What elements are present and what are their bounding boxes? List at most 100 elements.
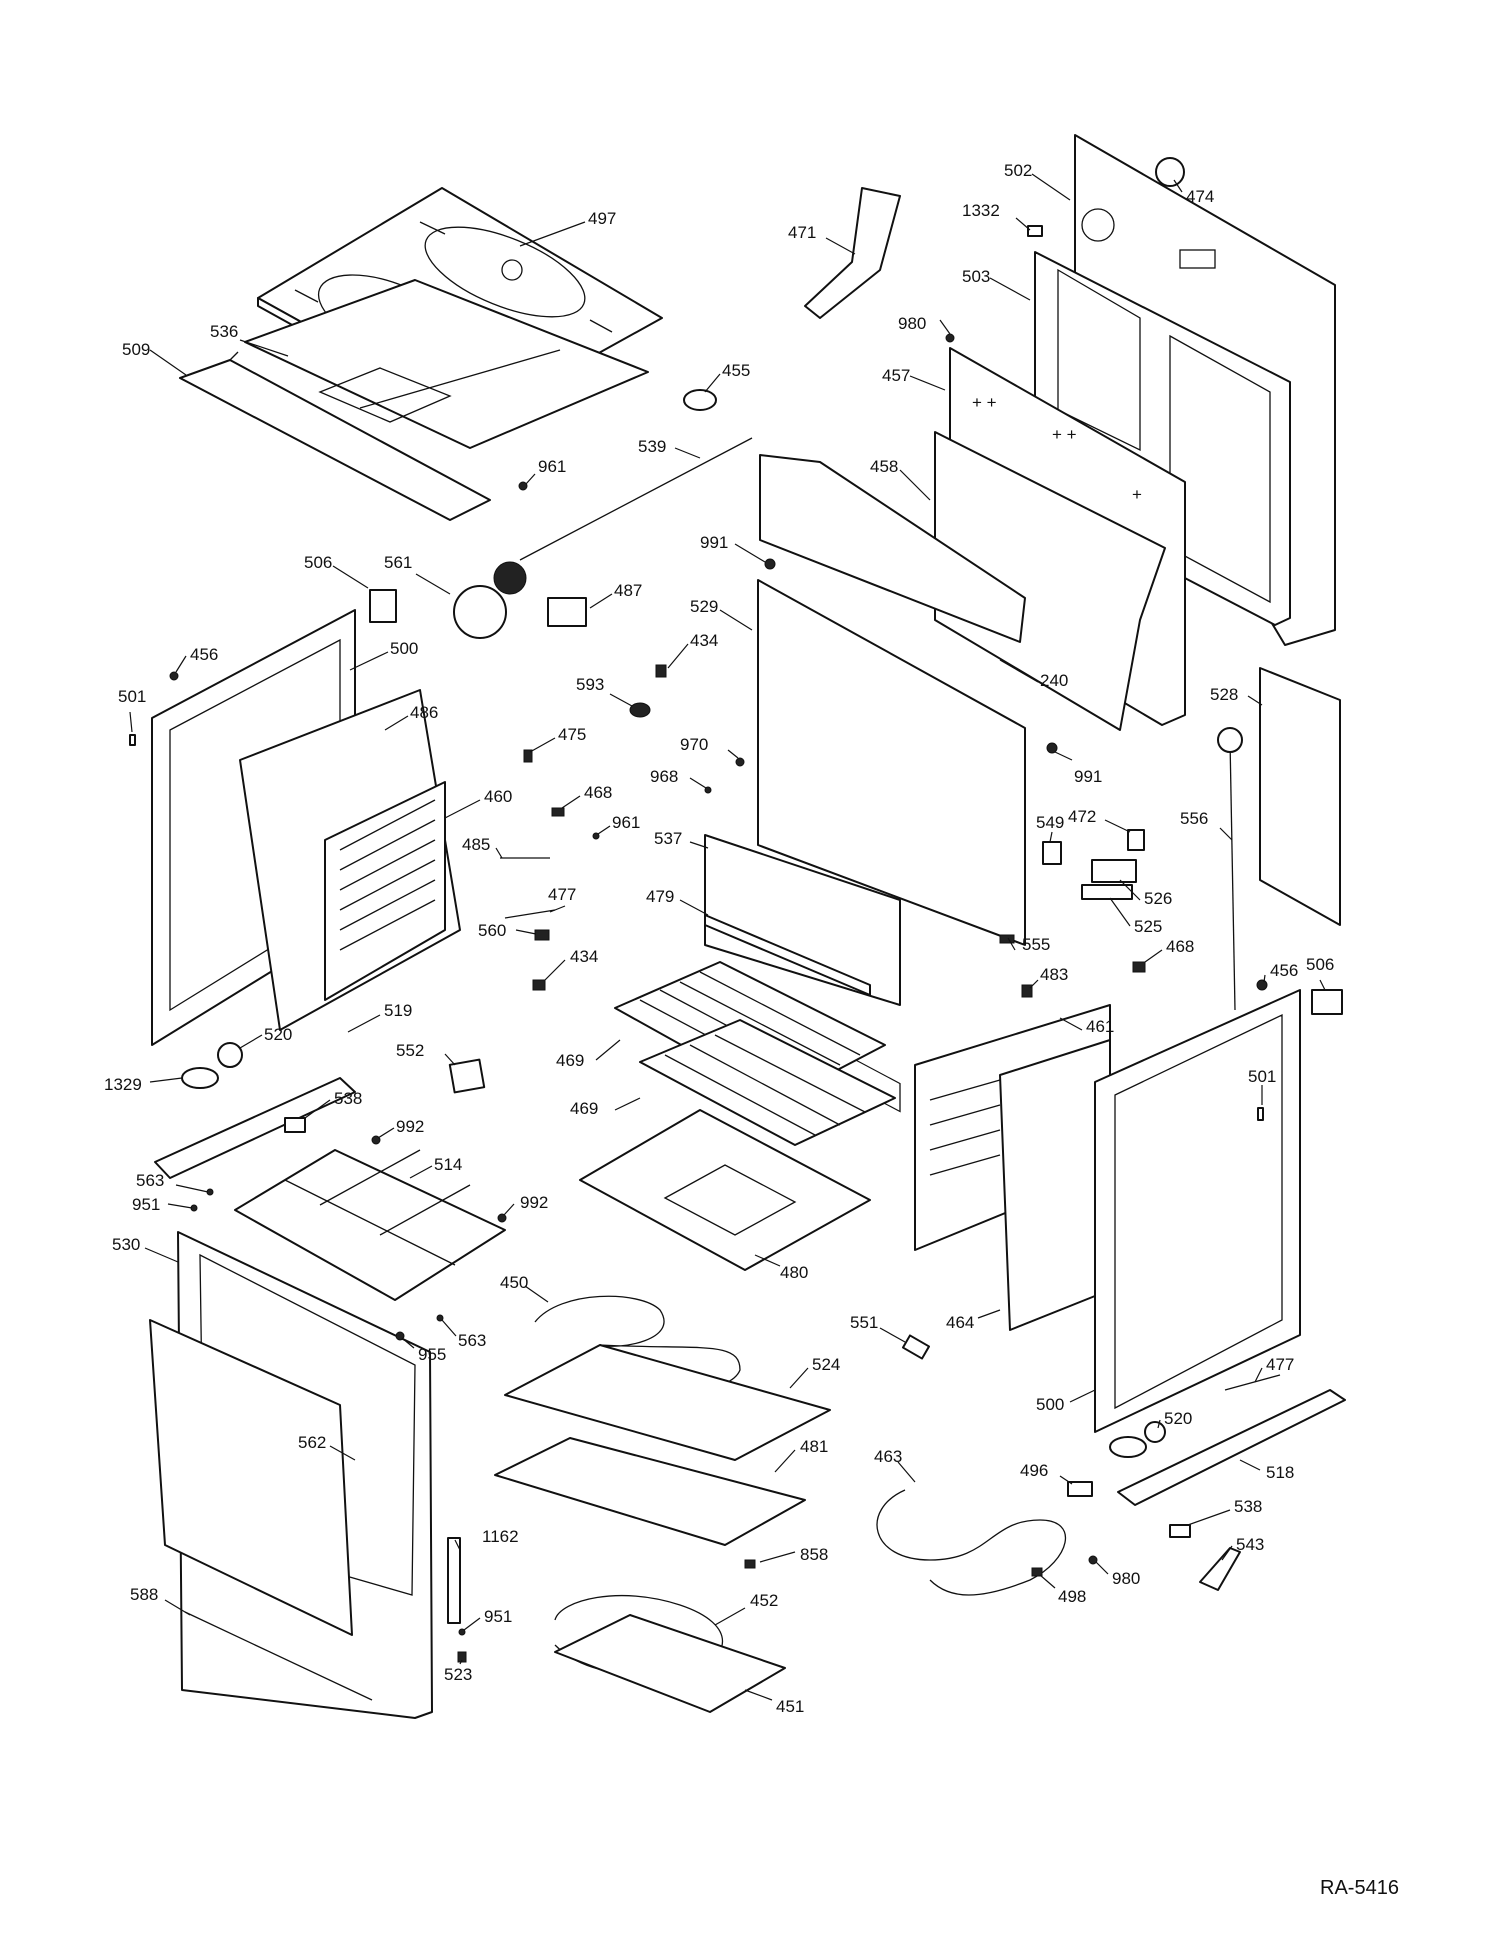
- part-858-clip: [744, 1559, 756, 1569]
- part-464-side-shield: [999, 1039, 1111, 1331]
- label-456: 456: [190, 645, 218, 664]
- part-468-clip: [551, 807, 565, 817]
- svg-text:+ +: + +: [972, 393, 997, 412]
- label-593: 593: [576, 675, 604, 694]
- part-556-sensor-probe: [1229, 739, 1236, 1011]
- part-455-ring: [683, 389, 717, 411]
- part-980-screw: [945, 333, 955, 343]
- part-514-pan: [234, 1149, 506, 1301]
- label-970: 970: [680, 735, 708, 754]
- label-992: 992: [396, 1117, 424, 1136]
- part-525-bracket: [1081, 884, 1133, 900]
- label-477: 477: [548, 885, 576, 904]
- part-496-block: [1067, 1481, 1093, 1497]
- label-240: 240: [1040, 671, 1068, 690]
- label-525: 525: [1134, 917, 1162, 936]
- label-497: 497: [588, 209, 616, 228]
- drawing-code: RA-5416: [1320, 1877, 1399, 1899]
- part-552-plate: [448, 1058, 486, 1094]
- label-536: 536: [210, 322, 238, 341]
- part-456-screw: [169, 671, 179, 681]
- label-455: 455: [722, 361, 750, 380]
- part-968-screw: [704, 786, 712, 794]
- label-530: 530: [112, 1235, 140, 1254]
- label-1332: 1332: [962, 201, 1000, 220]
- part-970-screw: [735, 757, 745, 767]
- label-588: 588: [130, 1585, 158, 1604]
- part-501-clip: [129, 734, 136, 746]
- part-539-gear: [493, 561, 527, 595]
- part-456-screw-b: [1256, 979, 1268, 991]
- label-528: 528: [1210, 685, 1238, 704]
- part-483-nut: [1021, 984, 1033, 998]
- part-588-strip: [184, 1611, 373, 1701]
- label-477b: 477: [1266, 1355, 1294, 1374]
- label-487: 487: [614, 581, 642, 600]
- label-460: 460: [484, 787, 512, 806]
- part-563-screw-b: [436, 1314, 444, 1322]
- label-991: 991: [700, 533, 728, 552]
- label-451: 451: [776, 1697, 804, 1716]
- label-556: 556: [1180, 809, 1208, 828]
- part-477-rod-b: [1224, 1374, 1281, 1391]
- label-552: 552: [396, 1041, 424, 1060]
- part-1329-cap: [181, 1067, 219, 1089]
- label-469b: 469: [570, 1099, 598, 1118]
- label-561: 561: [384, 553, 412, 572]
- part-961-screw-b: [592, 832, 600, 840]
- label-474: 474: [1186, 187, 1214, 206]
- part-1162-hinge: [447, 1537, 461, 1624]
- label-537: 537: [654, 829, 682, 848]
- part-961-screw: [518, 481, 528, 491]
- part-471-bracket: [804, 187, 901, 319]
- label-539: 539: [638, 437, 666, 456]
- part-538-pad: [284, 1117, 306, 1133]
- label-486: 486: [410, 703, 438, 722]
- part-520-spring: [217, 1042, 243, 1068]
- part-543-bracket: [1199, 1547, 1241, 1591]
- part-549-relay: [1042, 841, 1062, 865]
- part-474-grommet: [1155, 157, 1185, 187]
- label-434b: 434: [570, 947, 598, 966]
- part-451-cover: [554, 1614, 786, 1713]
- label-481: 481: [800, 1437, 828, 1456]
- part-480-oven-bottom: [579, 1109, 871, 1271]
- part-951-screw-b: [458, 1628, 466, 1636]
- label-951b: 951: [484, 1607, 512, 1626]
- label-463: 463: [874, 1447, 902, 1466]
- label-980: 980: [898, 314, 926, 333]
- label-450: 450: [500, 1273, 528, 1292]
- label-955: 955: [418, 1345, 446, 1364]
- leader-lines: [129, 173, 1326, 1701]
- label-485: 485: [462, 835, 490, 854]
- label-549: 549: [1036, 813, 1064, 832]
- part-472-bracket: [1127, 829, 1145, 851]
- label-500: 500: [390, 639, 418, 658]
- label-472: 472: [1068, 807, 1096, 826]
- label-1329: 1329: [104, 1075, 142, 1094]
- part-562-door-seal: [149, 1319, 353, 1636]
- label-538: 538: [334, 1089, 362, 1108]
- label-551: 551: [850, 1313, 878, 1332]
- part-536-burner-box: [244, 279, 649, 449]
- part-593-cap: [629, 702, 651, 718]
- label-555: 555: [1022, 935, 1050, 954]
- label-543: 543: [1236, 1535, 1264, 1554]
- label-991b: 991: [1074, 767, 1102, 786]
- label-961b: 961: [612, 813, 640, 832]
- label-523: 523: [444, 1665, 472, 1684]
- label-526: 526: [1144, 889, 1172, 908]
- part-1329-cap-b: [1109, 1436, 1147, 1458]
- label-518: 518: [1266, 1463, 1294, 1482]
- label-464: 464: [946, 1313, 974, 1332]
- label-471: 471: [788, 223, 816, 242]
- part-526-terminal-block: [1091, 859, 1137, 883]
- label-529: 529: [690, 597, 718, 616]
- label-457: 457: [882, 366, 910, 385]
- label-496: 496: [1020, 1461, 1048, 1480]
- part-991-screw: [764, 558, 776, 570]
- part-469-rack-lower: [639, 1019, 896, 1146]
- label-506b: 506: [1306, 955, 1334, 974]
- label-469: 469: [556, 1051, 584, 1070]
- part-434-clip: [655, 664, 667, 678]
